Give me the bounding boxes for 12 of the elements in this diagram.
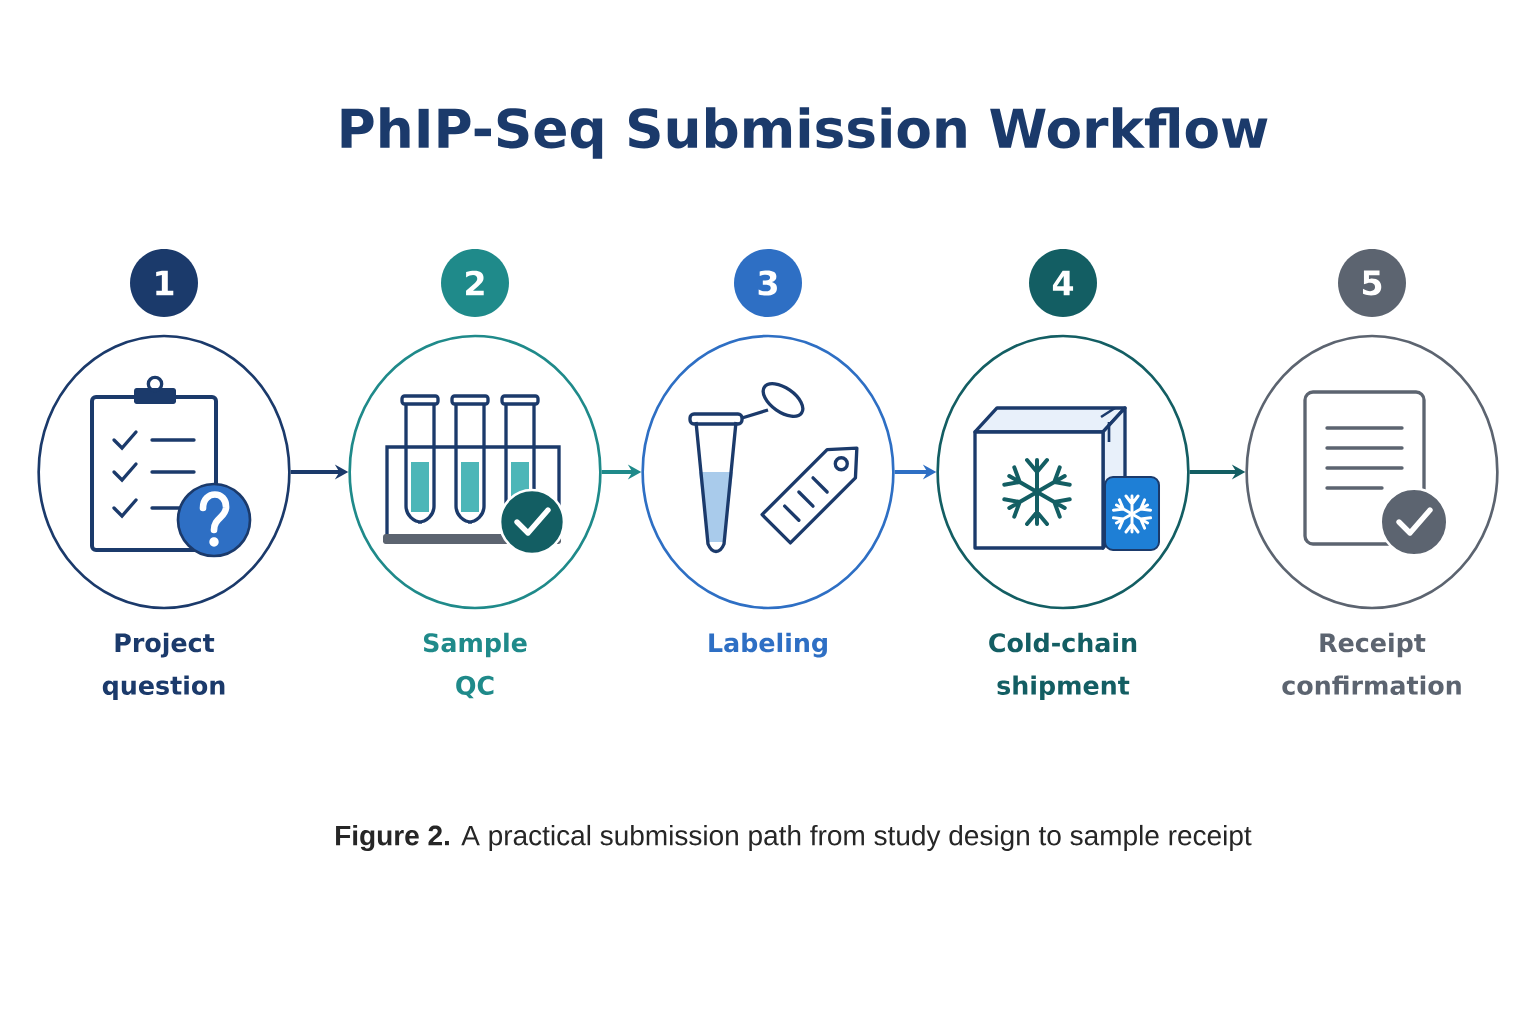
number-badge: 3 [734,249,802,317]
number-badge: 1 [130,249,198,317]
step-label: Labeling [709,632,827,658]
number-badge: 5 [1338,249,1406,317]
step-label: Sample QC [423,632,527,699]
step-label: Cold-chain shipment [989,632,1137,700]
caption: Figure 2. A practical submission path from study design to sample receipt [336,824,1252,852]
step-label: Project question [102,632,225,700]
title: PhIP-Seq Submission Workflow [341,107,1268,159]
number-badge: 2 [441,249,509,317]
step-label: Receipt confirmation [1282,632,1461,695]
number-badge: 4 [1029,249,1097,317]
